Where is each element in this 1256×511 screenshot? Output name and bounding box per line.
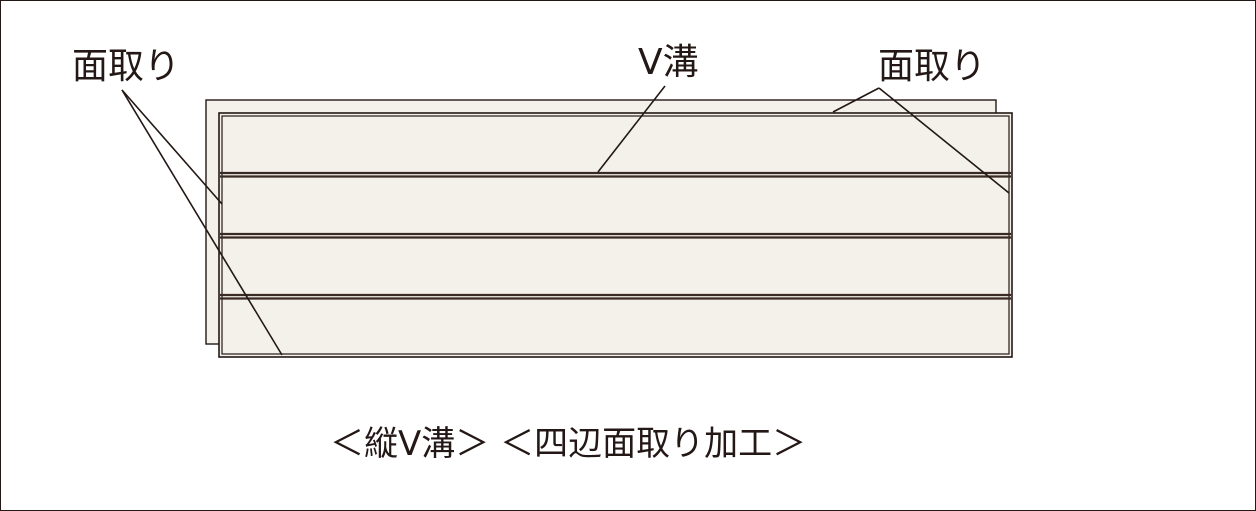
leader-lines	[121, 85, 1010, 356]
caption: ＜縦V溝＞ ＜四辺面取り加工＞	[330, 424, 806, 464]
v-grooves	[220, 171, 1011, 300]
leader-v-groove	[597, 85, 666, 173]
label-v-groove: V溝	[638, 42, 699, 83]
leader-chamfer-left-b	[121, 89, 283, 356]
leader-chamfer-right-b	[878, 87, 1010, 194]
leader-chamfer-left-a	[121, 89, 223, 205]
label-chamfer-left: 面取り	[72, 46, 180, 87]
label-chamfer-right: 面取り	[878, 46, 986, 87]
leader-chamfer-right-a	[832, 87, 880, 113]
